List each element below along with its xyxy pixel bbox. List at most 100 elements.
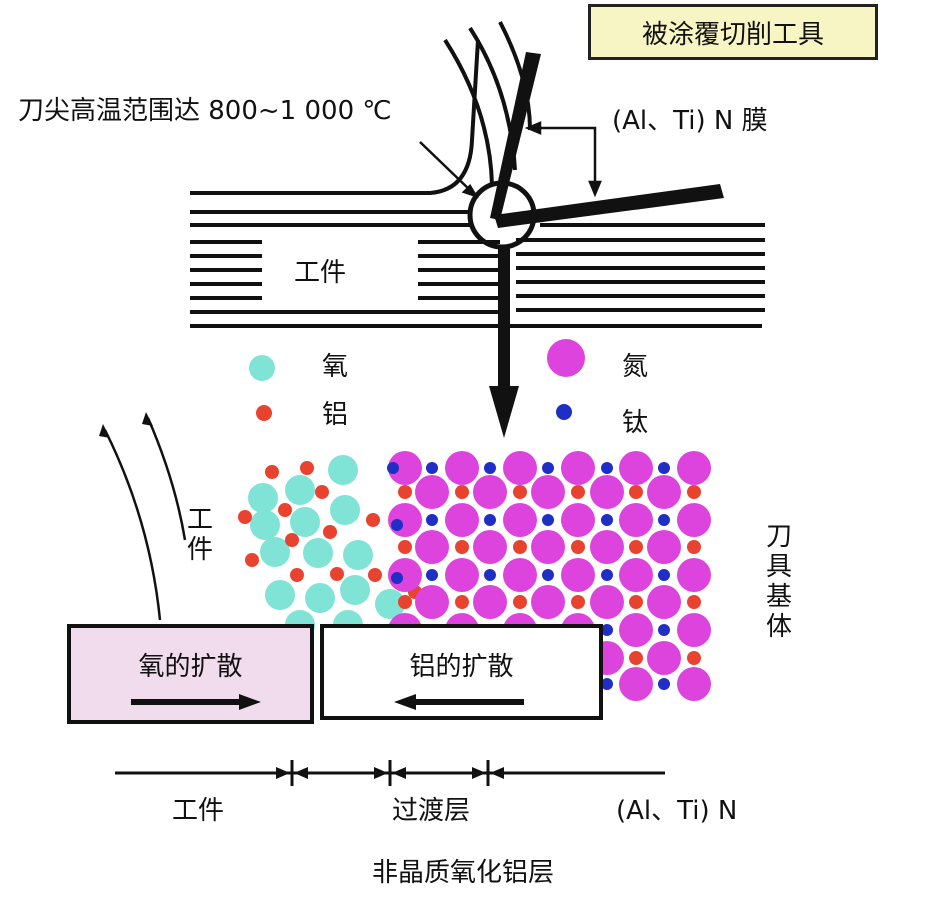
titanium-atom — [391, 572, 403, 584]
nitrogen-atom — [590, 475, 624, 509]
legend-nitrogen-label: 氮 — [622, 352, 649, 382]
aluminum-atom — [366, 513, 380, 527]
tool-substrate-vertical-label: 刀具基体 — [765, 522, 792, 642]
nitrogen-atom — [619, 667, 653, 701]
nitrogen-atom — [677, 451, 711, 485]
nitrogen-atom — [473, 475, 507, 509]
oxygen-atom — [343, 540, 373, 570]
oxygen-atom — [260, 537, 290, 567]
nitrogen-atom — [647, 475, 681, 509]
nitrogen-atom — [677, 503, 711, 537]
titanium-atom — [426, 514, 438, 526]
nitrogen-atom — [415, 530, 449, 564]
aluminum-atom — [455, 485, 469, 499]
nitrogen-atom — [473, 585, 507, 619]
aluminum-atom — [265, 465, 279, 479]
legend-aluminum-dot — [256, 405, 272, 421]
nitrogen-atom — [445, 451, 479, 485]
nitrogen-atom — [415, 475, 449, 509]
aluminum-atom — [629, 595, 643, 609]
titanium-atom — [601, 624, 613, 636]
nitrogen-atom — [503, 503, 537, 537]
chip-flow-lines — [190, 21, 532, 195]
legend-nitrogen-dot — [547, 339, 585, 377]
aluminum-atom — [290, 568, 304, 582]
workpiece-flow-arrows — [99, 412, 187, 621]
aluminum-atom — [315, 485, 329, 499]
oxygen-atom — [330, 495, 360, 525]
nitrogen-atom — [619, 503, 653, 537]
oxygen-atom — [375, 589, 405, 619]
aluminum-atom — [571, 485, 585, 499]
nitrogen-atom — [473, 530, 507, 564]
titanium-atom — [542, 569, 554, 581]
oxygen-atom — [248, 483, 278, 513]
zoom-arrow — [489, 246, 519, 438]
legend-aluminum-label: 铝 — [322, 400, 349, 430]
nitrogen-atom — [503, 451, 537, 485]
aluminum-atom — [687, 485, 701, 499]
legend-oxygen-label: 氧 — [322, 352, 349, 382]
aluminum-atom — [323, 525, 337, 539]
coating-indicator — [524, 121, 602, 198]
nitrogen-atom — [590, 585, 624, 619]
aluminum-atom — [245, 553, 259, 567]
aluminum-atom — [687, 595, 701, 609]
axis-workpiece-label: 工件 — [172, 796, 225, 826]
titanium-atom — [484, 514, 496, 526]
nitrogen-atom — [531, 585, 565, 619]
workpiece-vertical-label: 工件 — [186, 505, 213, 565]
coated-tool-title-box: 被涂覆切削工具 — [588, 4, 878, 60]
aluminum-diffusion-label: 铝的扩散 — [409, 652, 514, 682]
oxygen-diffusion-label: 氧的扩散 — [138, 652, 243, 682]
aluminum-atom — [285, 533, 299, 547]
aluminum-atom — [398, 485, 412, 499]
oxygen-atom — [290, 507, 320, 537]
nitrogen-atom — [561, 503, 595, 537]
oxygen-atom — [328, 455, 358, 485]
oxygen-atom — [265, 580, 295, 610]
nitrogen-atom — [415, 585, 449, 619]
titanium-atom — [658, 624, 670, 636]
nitrogen-atom — [619, 558, 653, 592]
nitrogen-atom — [561, 451, 595, 485]
nitrogen-atom — [388, 503, 422, 537]
oxygen-atom — [303, 538, 333, 568]
aluminum-diffusion-box: 铝的扩散 — [320, 624, 603, 720]
nitrogen-atom — [445, 558, 479, 592]
nitrogen-atom — [445, 503, 479, 537]
nitrogen-atom — [677, 613, 711, 647]
aluminum-atom — [300, 461, 314, 475]
titanium-atom — [542, 462, 554, 474]
aluminum-atom — [455, 595, 469, 609]
amorphous-layer-label: 非晶质氧化铝层 — [372, 858, 555, 888]
aluminum-atom — [571, 540, 585, 554]
aluminum-atom — [629, 651, 643, 665]
aluminum-atom — [238, 510, 252, 524]
titanium-atom — [601, 514, 613, 526]
titanium-atom — [484, 462, 496, 474]
oxygen-atom — [285, 475, 315, 505]
nitrogen-atom — [388, 451, 422, 485]
aluminum-atom — [629, 485, 643, 499]
aluminum-atom — [278, 503, 292, 517]
oxygen-atom — [250, 510, 280, 540]
titanium-atom — [601, 462, 613, 474]
nitrogen-atom — [647, 641, 681, 675]
layer-scale-axis — [115, 760, 665, 786]
titanium-atom — [542, 514, 554, 526]
aluminum-atom — [398, 540, 412, 554]
titanium-atom — [387, 462, 399, 474]
titanium-atom — [601, 678, 613, 690]
titanium-atom — [601, 569, 613, 581]
titanium-atom — [658, 569, 670, 581]
legend-titanium-label: 钛 — [622, 408, 649, 438]
nitrogen-atom — [531, 475, 565, 509]
aluminum-atom — [398, 595, 412, 609]
workpiece-label: 工件 — [290, 258, 351, 288]
titanium-atom — [391, 519, 403, 531]
oxygen-atom — [340, 575, 370, 605]
nitrogen-atom — [590, 530, 624, 564]
aluminum-atom — [513, 485, 527, 499]
titanium-atom — [658, 678, 670, 690]
